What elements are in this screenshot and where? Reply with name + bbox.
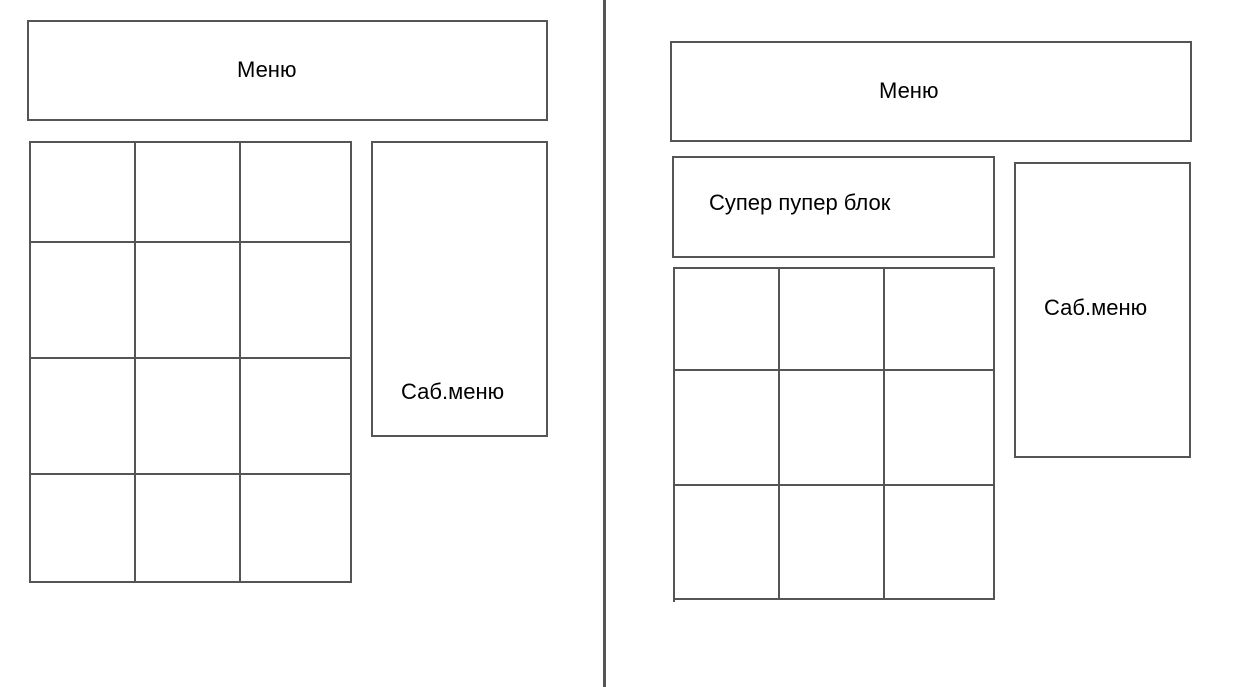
right-content-grid: [673, 267, 995, 602]
left-submenu-box: Саб.меню: [371, 141, 548, 437]
grid-cell: [241, 143, 352, 243]
right-submenu-label: Саб.меню: [1044, 295, 1148, 320]
grid-cell: [675, 371, 780, 486]
left-menu-label: Меню: [237, 57, 297, 82]
vertical-divider: [603, 0, 606, 687]
grid-cell: [136, 143, 241, 243]
grid-cell: [31, 359, 136, 475]
grid-cell: [241, 359, 352, 475]
grid-cell: [780, 371, 885, 486]
left-submenu-label: Саб.меню: [401, 379, 505, 404]
grid-cell: [241, 475, 352, 583]
left-content-grid: [29, 141, 352, 583]
grid-cell: [885, 486, 995, 600]
grid-cell: [136, 359, 241, 475]
grid-cell: [136, 243, 241, 359]
right-menu-label: Меню: [879, 78, 939, 103]
grid-cell: [675, 269, 780, 371]
right-submenu-box: Саб.меню: [1014, 162, 1191, 458]
right-menu-box: Меню: [670, 41, 1192, 142]
super-block-label: Супер пупер блок: [709, 190, 891, 215]
grid-cell: [136, 475, 241, 583]
grid-cell: [885, 269, 995, 371]
left-menu-box: Меню: [27, 20, 548, 121]
grid-cell: [675, 486, 780, 600]
super-block-box: Супер пупер блок: [672, 156, 995, 258]
grid-cell: [780, 486, 885, 600]
grid-cell: [31, 143, 136, 243]
grid-cell: [780, 269, 885, 371]
grid-cell: [241, 243, 352, 359]
grid-cell: [31, 243, 136, 359]
grid-cell: [885, 371, 995, 486]
grid-cell: [31, 475, 136, 583]
